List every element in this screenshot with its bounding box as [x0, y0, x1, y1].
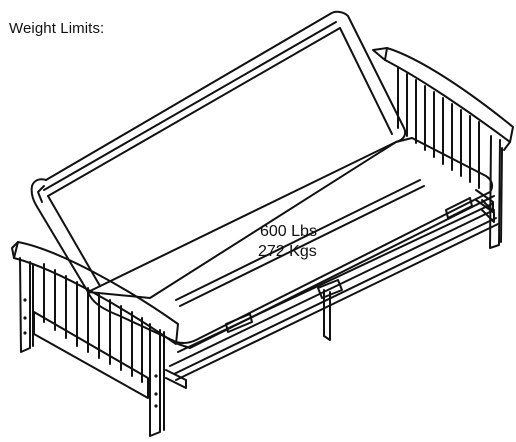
weight-limits-heading: Weight Limits:: [9, 20, 105, 37]
futon-frame: [169, 199, 499, 381]
futon-seat: [87, 137, 495, 353]
left-arm: [11, 241, 187, 437]
right-arm: [372, 47, 514, 249]
futon-backrest: [30, 10, 407, 299]
weight-limit-kgs: 272 Kgs: [258, 243, 317, 260]
weight-limit-lbs: 600 Lbs: [260, 223, 317, 240]
